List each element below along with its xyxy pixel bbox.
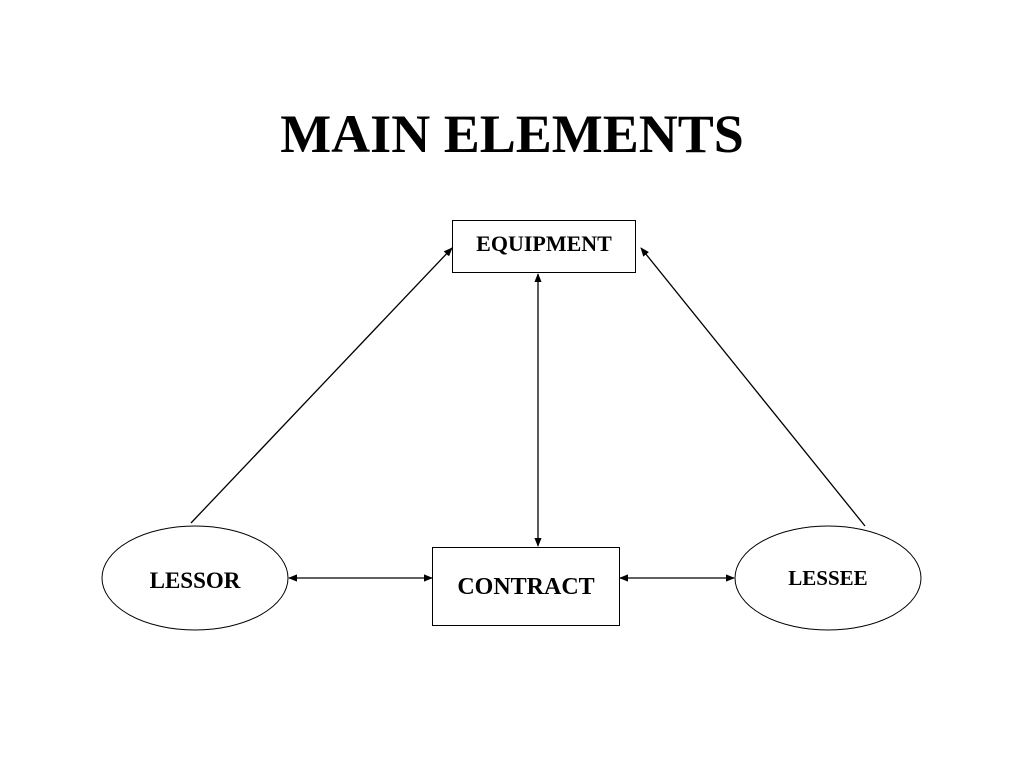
contract-label: CONTRACT — [457, 574, 594, 600]
lessor-to-equipment-arrow — [190, 247, 453, 524]
lessee-node: LESSEE — [734, 525, 922, 631]
equipment-label: EQUIPMENT — [476, 231, 612, 256]
contract-box — [432, 547, 620, 626]
contract-node: CONTRACT — [432, 547, 620, 626]
lessee-to-equipment-arrow — [640, 247, 866, 527]
equipment-box — [452, 220, 636, 273]
lessee-label: LESSEE — [788, 566, 867, 590]
lessor-ellipse — [101, 525, 289, 631]
lessee-ellipse — [734, 525, 922, 631]
equipment-node: EQUIPMENT — [452, 220, 636, 273]
lessor-node: LESSOR — [101, 525, 289, 631]
lessor-label: LESSOR — [150, 568, 241, 593]
slide-title: MAIN ELEMENTS — [280, 104, 744, 164]
